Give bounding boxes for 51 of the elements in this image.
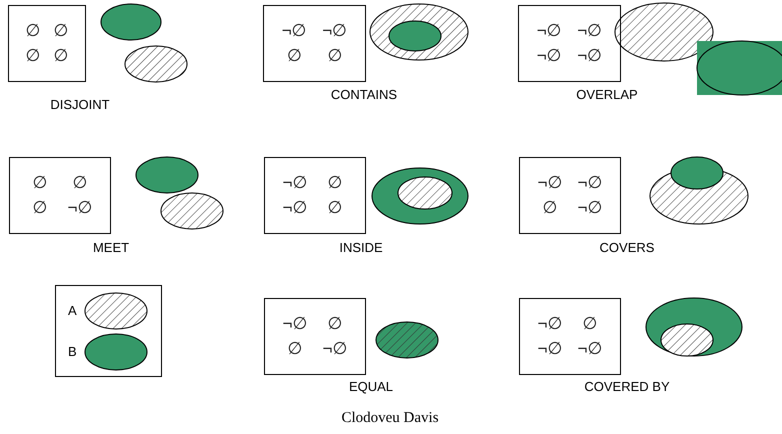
legend-text: A [68,303,77,318]
relation-label: DISJOINT [50,97,110,112]
matrix-entry: ∅ [328,199,342,218]
matrix-entry: ¬∅ [577,22,602,40]
matrix-entry: ∅ [286,47,302,66]
matrix-entry: ¬∅ [536,22,562,40]
matrix-entry: ¬∅ [282,22,307,40]
relation-label: OVERLAP [576,87,638,102]
matrix-entry: ∅ [72,174,88,192]
matrix-entry: ¬∅ [577,47,602,66]
matrix-entry: ∅ [288,340,302,358]
matrix-entry: ∅ [328,174,342,192]
matrix-entry: ∅ [542,199,558,218]
matrix-box [9,157,111,234]
matrix-entry: ¬∅ [538,174,562,192]
matrix-entry: ¬∅ [578,340,602,358]
matrix-box [519,157,621,234]
relation-label: COVERED BY [584,379,670,394]
matrix-entry: ∅ [327,47,342,66]
matrix-entry: ∅ [32,199,48,218]
matrix-box [519,298,621,375]
legend-text: B [68,344,77,359]
matrix-entry: ¬∅ [282,199,308,218]
matrix-entry: ¬∅ [578,174,602,192]
relation-label: EQUAL [348,379,394,394]
matrix-box [263,5,366,82]
relation-label: MEET [92,240,130,255]
relation-label: COVERS [600,240,654,255]
matrix-entry: ¬∅ [538,340,562,358]
matrix-entry: ∅ [54,47,68,66]
matrix-entry: ¬∅ [538,314,562,333]
caption: Clodoveu Davis [341,410,439,427]
relation-label: INSIDE [339,240,383,255]
matrix-entry: ¬∅ [322,22,348,40]
matrix-box [264,157,366,234]
matrix-entry: ¬∅ [536,47,562,66]
matrix-entry: ∅ [328,314,342,333]
matrix-box [8,5,86,82]
matrix-entry: ∅ [582,314,598,333]
matrix-entry: ¬∅ [578,199,602,218]
matrix-entry: ∅ [26,22,40,40]
matrix-entry: ∅ [26,47,40,66]
matrix-entry: ∅ [32,174,48,192]
matrix-entry: ¬∅ [282,314,308,333]
matrix-entry: ∅ [54,22,68,40]
matrix-entry: ¬∅ [322,340,348,358]
matrix-entry: ¬∅ [282,174,308,192]
matrix-box [264,298,366,375]
relation-label: CONTAINS [330,87,398,102]
matrix-box [518,5,621,82]
matrix-entry: ¬∅ [68,199,92,218]
